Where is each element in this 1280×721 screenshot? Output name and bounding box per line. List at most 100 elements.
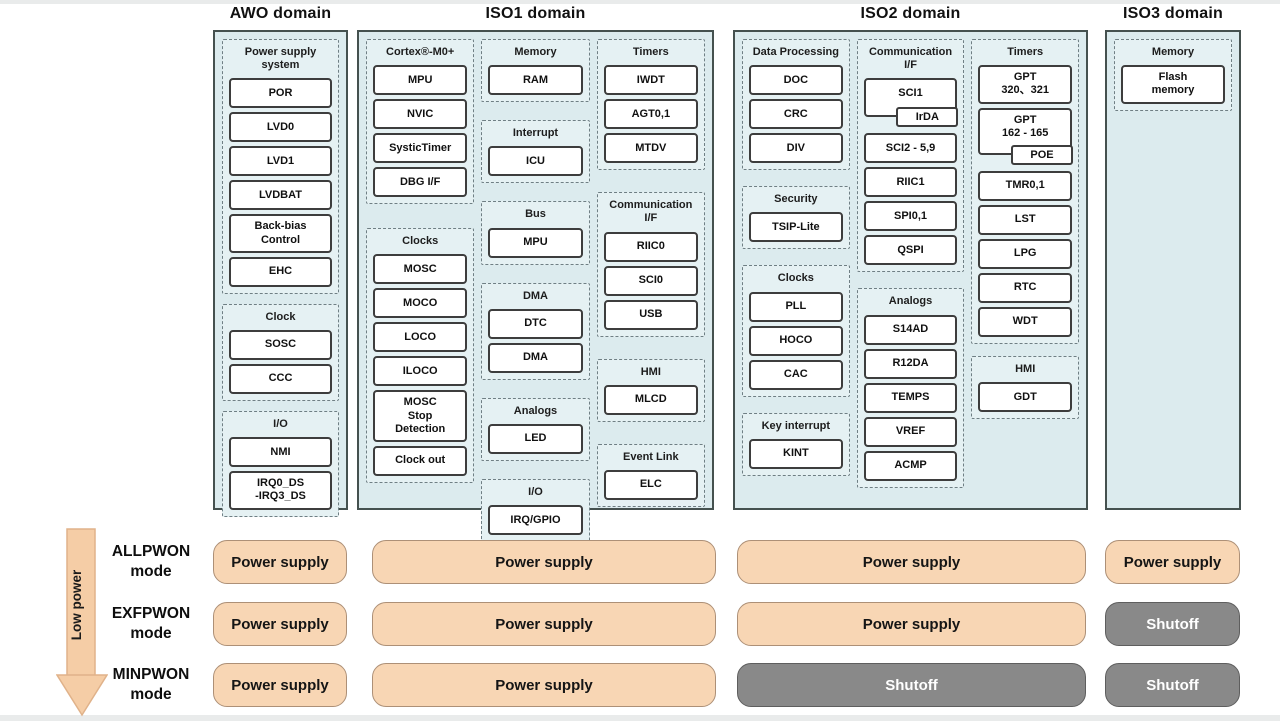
peripheral-block: MOSC Stop Detection <box>373 390 468 442</box>
peripheral-block: QSPI <box>863 235 958 266</box>
group-title: Key interrupt <box>761 419 831 432</box>
power-supply-bar: Power supply <box>372 602 716 646</box>
peripheral-block: TSIP-Lite <box>749 212 843 243</box>
peripheral-label: MPU <box>407 73 433 86</box>
peripheral-block: POR <box>229 78 332 109</box>
peripheral-label: SOSC <box>264 338 297 351</box>
peripheral-block: IRQ/GPIO <box>488 505 583 536</box>
peripheral-block: DTC <box>488 308 583 339</box>
peripheral-block: CRC <box>749 99 843 130</box>
peripheral-label: SCI0 <box>638 273 664 286</box>
peripheral-label: MTDV <box>635 141 667 154</box>
peripheral-block: RAM <box>488 65 583 96</box>
group-title: Analogs <box>888 295 933 308</box>
peripheral-label: LVDBAT <box>259 188 302 201</box>
peripheral-label: ICU <box>526 154 545 167</box>
low-power-arrow-head <box>56 674 108 717</box>
shutoff-bar: Shutoff <box>1105 663 1240 707</box>
peripheral-label: LVD0 <box>266 120 295 133</box>
peripheral-block: MTDV <box>603 133 698 164</box>
peripheral-block: Back-bias Control <box>229 214 332 253</box>
peripheral-block: SCI0 <box>603 265 698 296</box>
group-title: I/O <box>528 485 543 498</box>
peripheral-label: MOSC <box>403 262 437 275</box>
peripheral-block: R12DA <box>863 348 958 379</box>
group-title: Communication I/F <box>868 46 953 72</box>
shutoff-bar: Shutoff <box>1105 602 1240 646</box>
group-title: DMA <box>522 289 549 302</box>
peripheral-block: AGT0,1 <box>603 99 698 130</box>
peripheral-block: IWDT <box>603 65 698 96</box>
peripheral-block: MOSC <box>373 254 468 285</box>
peripheral-block: DBG I/F <box>373 167 468 198</box>
peripheral-block: LED <box>488 423 583 454</box>
peripheral-label: LST <box>1014 213 1036 226</box>
peripheral-label: NMI <box>270 445 291 458</box>
peripheral-label: AGT0,1 <box>631 107 671 120</box>
peripheral-block: NVIC <box>373 99 468 130</box>
shutoff-bar: Shutoff <box>737 663 1086 707</box>
peripheral-group: I/O IRQ/GPIO <box>481 478 590 543</box>
peripheral-block: MOCO <box>373 288 468 319</box>
group-title: Clocks <box>402 235 439 248</box>
low-power-arrow: Low power <box>56 528 108 717</box>
peripheral-label: DTC <box>524 317 547 330</box>
group-title: Memory <box>514 46 557 58</box>
power-supply-bar: Power supply <box>372 663 716 707</box>
peripheral-label: SCI2 - 5,9 <box>885 141 936 154</box>
peripheral-block: HOCO <box>749 325 843 356</box>
peripheral-label: Clock out <box>395 454 446 467</box>
group-title: Event Link <box>623 450 679 463</box>
power-supply-bar: Power supply <box>737 602 1086 646</box>
peripheral-label: KINT <box>783 447 809 460</box>
peripheral-label: ELC <box>639 478 662 491</box>
peripheral-label: POR <box>268 86 293 99</box>
peripheral-label: LVD1 <box>266 154 295 167</box>
peripheral-block: DOC <box>749 65 843 96</box>
group-title: Timers <box>1007 46 1044 58</box>
peripheral-block: ACMP <box>863 450 958 481</box>
group-title: Communication I/F <box>609 199 693 225</box>
peripheral-block: TMR0,1 <box>978 170 1073 201</box>
domain-title: ISO2 domain <box>860 5 961 22</box>
power-supply-bar: Power supply <box>1105 540 1240 584</box>
peripheral-block: DIV <box>749 133 843 164</box>
peripheral-block: CCC <box>229 363 332 394</box>
domain-title: AWO domain <box>229 5 332 22</box>
peripheral-label: LED <box>524 432 547 445</box>
peripheral-block: MPU <box>488 227 583 258</box>
domain-title: ISO1 domain <box>485 5 586 22</box>
peripheral-label: RTC <box>1013 281 1037 294</box>
peripheral-label: LOCO <box>404 330 437 343</box>
peripheral-block: SCI2 - 5,9 <box>863 133 958 164</box>
peripheral-block: LVD0 <box>229 112 332 143</box>
peripheral-label: HOCO <box>779 333 813 346</box>
peripheral-label: TSIP-Lite <box>772 220 820 233</box>
peripheral-block: MPU <box>373 65 468 96</box>
group-title: Analogs <box>513 404 558 417</box>
group-title: Security <box>774 193 818 206</box>
group-title: Interrupt <box>512 127 559 140</box>
peripheral-block: EHC <box>229 256 332 287</box>
peripheral-label: MOSC Stop Detection <box>395 396 446 435</box>
peripheral-label: Flash memory <box>1151 71 1195 97</box>
